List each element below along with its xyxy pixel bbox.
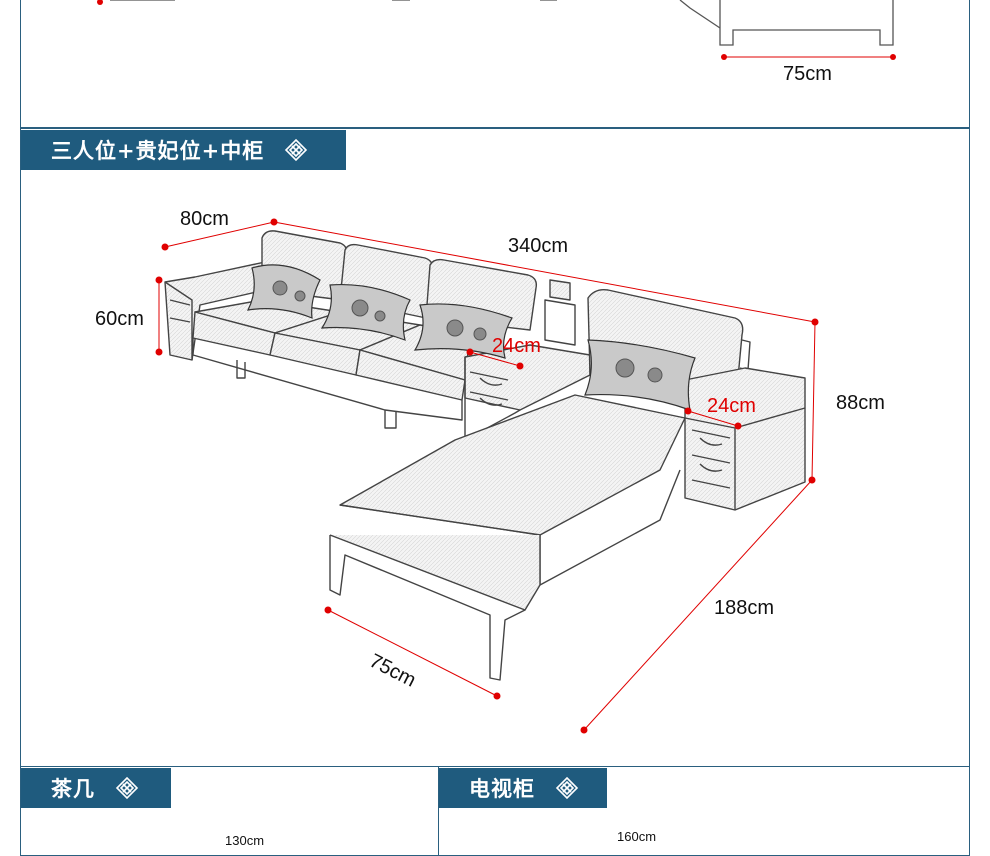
chaise-cabinet-width-label: 24cm — [707, 395, 756, 417]
diamond-knot-icon — [285, 138, 308, 162]
coffee-table-title: 茶几 — [51, 776, 95, 801]
dimension-lines — [158, 221, 816, 731]
top-width-dimension — [721, 54, 896, 60]
back-depth-label: 80cm — [180, 208, 229, 230]
dimension-dots — [155, 218, 819, 734]
tv-cabinet-title: 电视柜 — [469, 776, 535, 801]
top-width-label: 75cm — [783, 63, 832, 85]
arm-height-label: 60cm — [95, 308, 144, 330]
pillow-floral-pattern — [272, 280, 663, 383]
tv-cabinet-size-label: 160cm — [617, 829, 656, 844]
sofa-section-tab: 三人位+贵妃位+中柜 — [21, 130, 346, 170]
total-height-label: 88cm — [836, 392, 885, 414]
previous-furniture-drawing — [110, 0, 894, 46]
previous-section-panel — [20, 0, 970, 128]
coffee-table-tab: 茶几 — [21, 768, 171, 808]
diamond-knot-icon — [115, 776, 139, 800]
chaise-length-label: 188cm — [714, 597, 774, 619]
dim-dot — [97, 0, 103, 5]
side-cabinet-width-label: 24cm — [492, 335, 541, 357]
diamond-knot-icon — [555, 776, 579, 800]
total-length-label: 340cm — [508, 235, 568, 257]
sofa-section-title: 三人位+贵妃位+中柜 — [51, 138, 265, 163]
coffee-table-size-label: 130cm — [225, 833, 264, 848]
chaise-width-label: 75cm — [366, 650, 420, 692]
tv-cabinet-tab: 电视柜 — [439, 768, 607, 808]
